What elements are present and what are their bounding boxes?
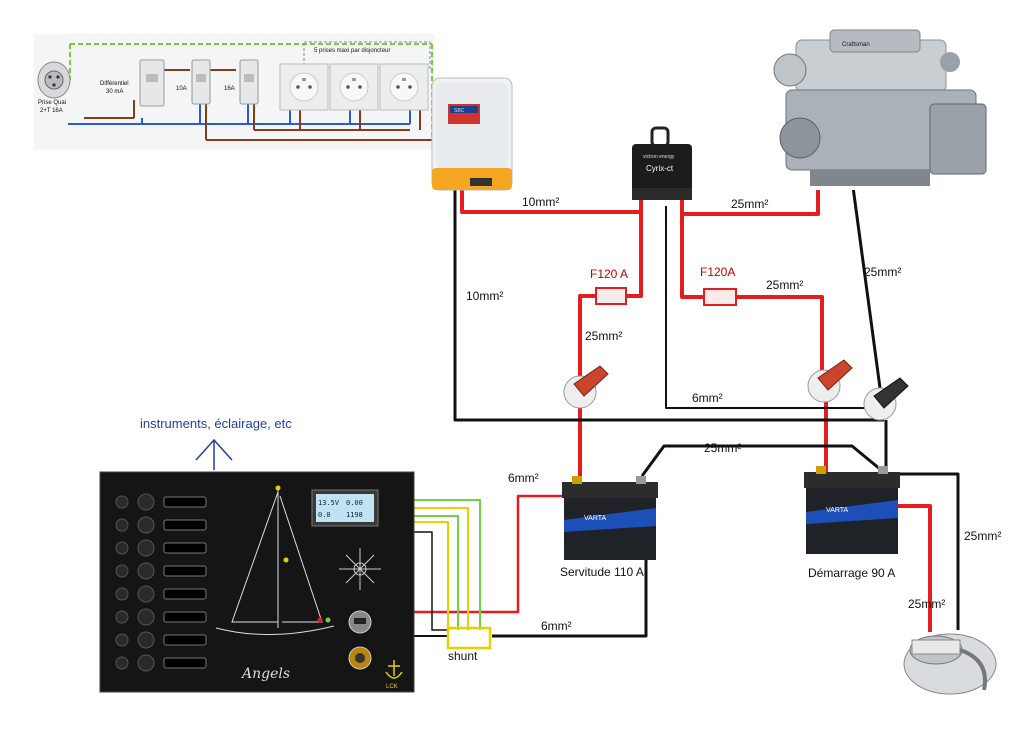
battery-switch-icon [863,377,909,421]
differential-breaker-icon [139,59,165,107]
battery-meter-display: 13.5V 0.00 0.0 1198 [311,489,379,527]
outlet-icon [279,63,329,111]
cable-charger-coupler: 10mm² [522,195,559,209]
battery-switch-icon [563,365,609,409]
sailboat-icon [215,485,335,636]
anchor-logo-icon: LCK [385,660,403,690]
meter-current: 0.00 [346,499,363,507]
cable-engine-negative: 25mm² [864,265,901,279]
service-battery-brand: VARTA [584,515,607,522]
breaker-16a-icon [239,59,259,105]
outlets-note: 5 prises maxi par disjoncteur [314,48,390,54]
engine-icon: Craftsman [772,29,992,190]
cable-windlass-negative: 25mm² [964,529,1001,543]
shore-power-block: Prise Quai 2+T 16A Différentiel 30 mA 10… [34,34,434,150]
windlass-icon [903,633,997,695]
plug-sub-label: 2+T 16A [40,108,63,114]
shore-plug-icon [37,61,71,99]
meter-power: 0.0 [318,511,331,519]
breaker-10a-icon [191,59,211,105]
battery-switch-icon [807,359,853,403]
cable-fuse2-switch: 25mm² [766,278,803,292]
start-battery-label: Démarrage 90 A [808,566,895,580]
outlets [279,63,429,111]
differential-label: Différentiel [100,81,129,87]
shunt-label: shunt [448,649,478,663]
instruments-arrow-icon [195,438,233,470]
shunt-icon [446,626,492,650]
start-battery-brand: VARTA [826,507,849,514]
plug-label: Prise Quai [38,100,66,106]
compass-rose-icon [339,548,381,590]
meter-energy: 1198 [346,511,363,519]
start-battery-icon: VARTA [804,466,900,554]
engine-brand: Craftsman [842,42,870,48]
instruments-label: instruments, éclairage, etc [140,416,292,431]
cable-fuse1-switch: 25mm² [585,329,622,343]
battery-charger-icon: SBC [431,77,513,191]
fuse-1-label: F120 A [590,267,628,281]
coupler-cyrix-icon: victron energy Cyrix-ct [632,126,692,200]
fuse-2-icon [703,288,737,306]
coupler-brand: victron energy [643,154,675,160]
charger-brand: SBC [454,108,465,114]
cable-labels: 10mm² 25mm² 10mm² F120 A F120A 25mm² 25m… [466,195,1001,633]
cable-windlass-positive: 25mm² [908,597,945,611]
coupler-name: Cyrix-ct [646,164,674,173]
panel-logo: LCK [386,684,398,690]
power-socket-icon [348,646,372,670]
cable-shunt-negative: 6mm² [541,619,572,633]
switch-panel: Angels 13.5V 0.00 0.0 1198 LCK [99,471,415,693]
cable-coupler-negative: 6mm² [692,391,723,405]
service-battery-icon: VARTA [562,476,658,560]
cable-charger-negative: 10mm² [466,289,503,303]
breaker-10a-label: 10A [176,86,187,92]
fuse-2-label: F120A [700,265,735,279]
outlet-icon [329,63,379,111]
cable-panel-positive: 6mm² [508,471,539,485]
meter-voltage: 13.5V [318,499,340,507]
usb-socket-icon [348,610,372,634]
differential-rating: 30 mA [106,89,123,95]
service-battery-label: Servitude 110 A [560,565,644,579]
panel-brand: Angels [240,666,290,682]
cable-coupler-engine: 25mm² [731,197,768,211]
fuse-1-icon [595,287,627,305]
panel-switch-icons [115,493,207,672]
outlet-icon [379,63,429,111]
breaker-16a-label: 16A [224,86,235,92]
cable-battery-negatives: 25mm² [704,441,741,455]
